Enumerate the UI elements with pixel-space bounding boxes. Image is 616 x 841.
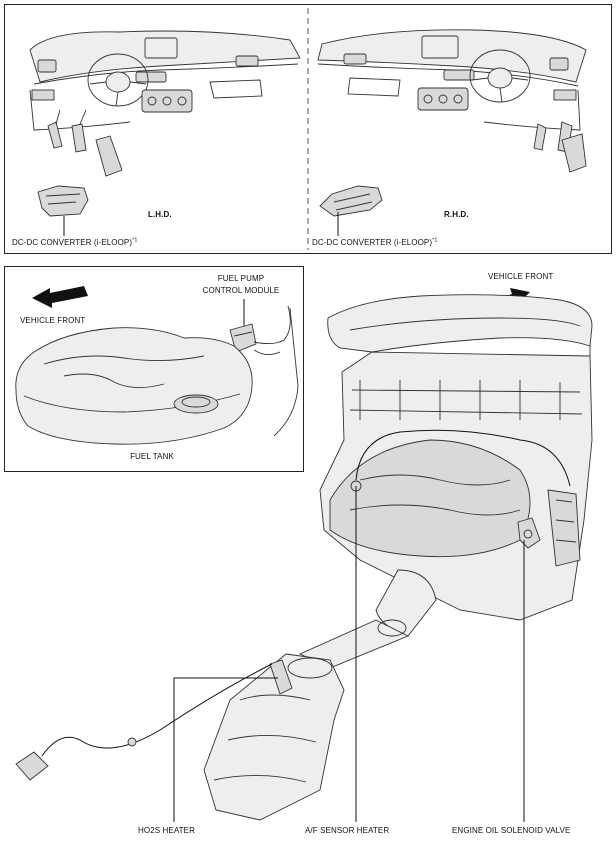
fuel-tank-illustration bbox=[15, 286, 299, 445]
fuel-pump-label-line1: FUEL PUMP bbox=[217, 274, 265, 283]
fuel-tank-label: FUEL TANK bbox=[130, 452, 174, 461]
lhd-converter-text: DC-DC CONVERTER (i-ELOOP) bbox=[12, 238, 133, 247]
lhd-converter-leader-line bbox=[63, 216, 65, 236]
rhd-title: R.H.D. bbox=[444, 210, 469, 219]
rhd-converter-label: DC-DC CONVERTER (i-ELOOP)*1 bbox=[312, 238, 438, 247]
tank-vehicle-front-label: VEHICLE FRONT bbox=[20, 316, 86, 325]
af-sensor-heater-label: A/F SENSOR HEATER bbox=[305, 826, 390, 835]
engine-oil-solenoid-valve-label: ENGINE OIL SOLENOID VALVE bbox=[452, 826, 571, 835]
fuel-pump-label-line2: CONTROL MODULE bbox=[202, 286, 280, 295]
lhd-converter-label: DC-DC CONVERTER (i-ELOOP)*1 bbox=[12, 238, 138, 247]
vehicle-front-arrow-left-icon bbox=[32, 286, 88, 308]
dashboard-divider bbox=[307, 8, 309, 250]
ho2s-heater-label: HO2S HEATER bbox=[138, 826, 195, 835]
rhd-converter-text: DC-DC CONVERTER (i-ELOOP) bbox=[312, 238, 433, 247]
rhd-dashboard-illustration bbox=[317, 29, 587, 217]
lhd-title: L.H.D. bbox=[148, 210, 172, 219]
engine-vehicle-front-label: VEHICLE FRONT bbox=[488, 272, 554, 281]
lhd-dashboard-illustration bbox=[29, 30, 301, 217]
rhd-converter-leader-line bbox=[337, 212, 339, 236]
rhd-converter-footnote: *1 bbox=[432, 237, 438, 244]
lhd-converter-footnote: *1 bbox=[132, 237, 138, 244]
